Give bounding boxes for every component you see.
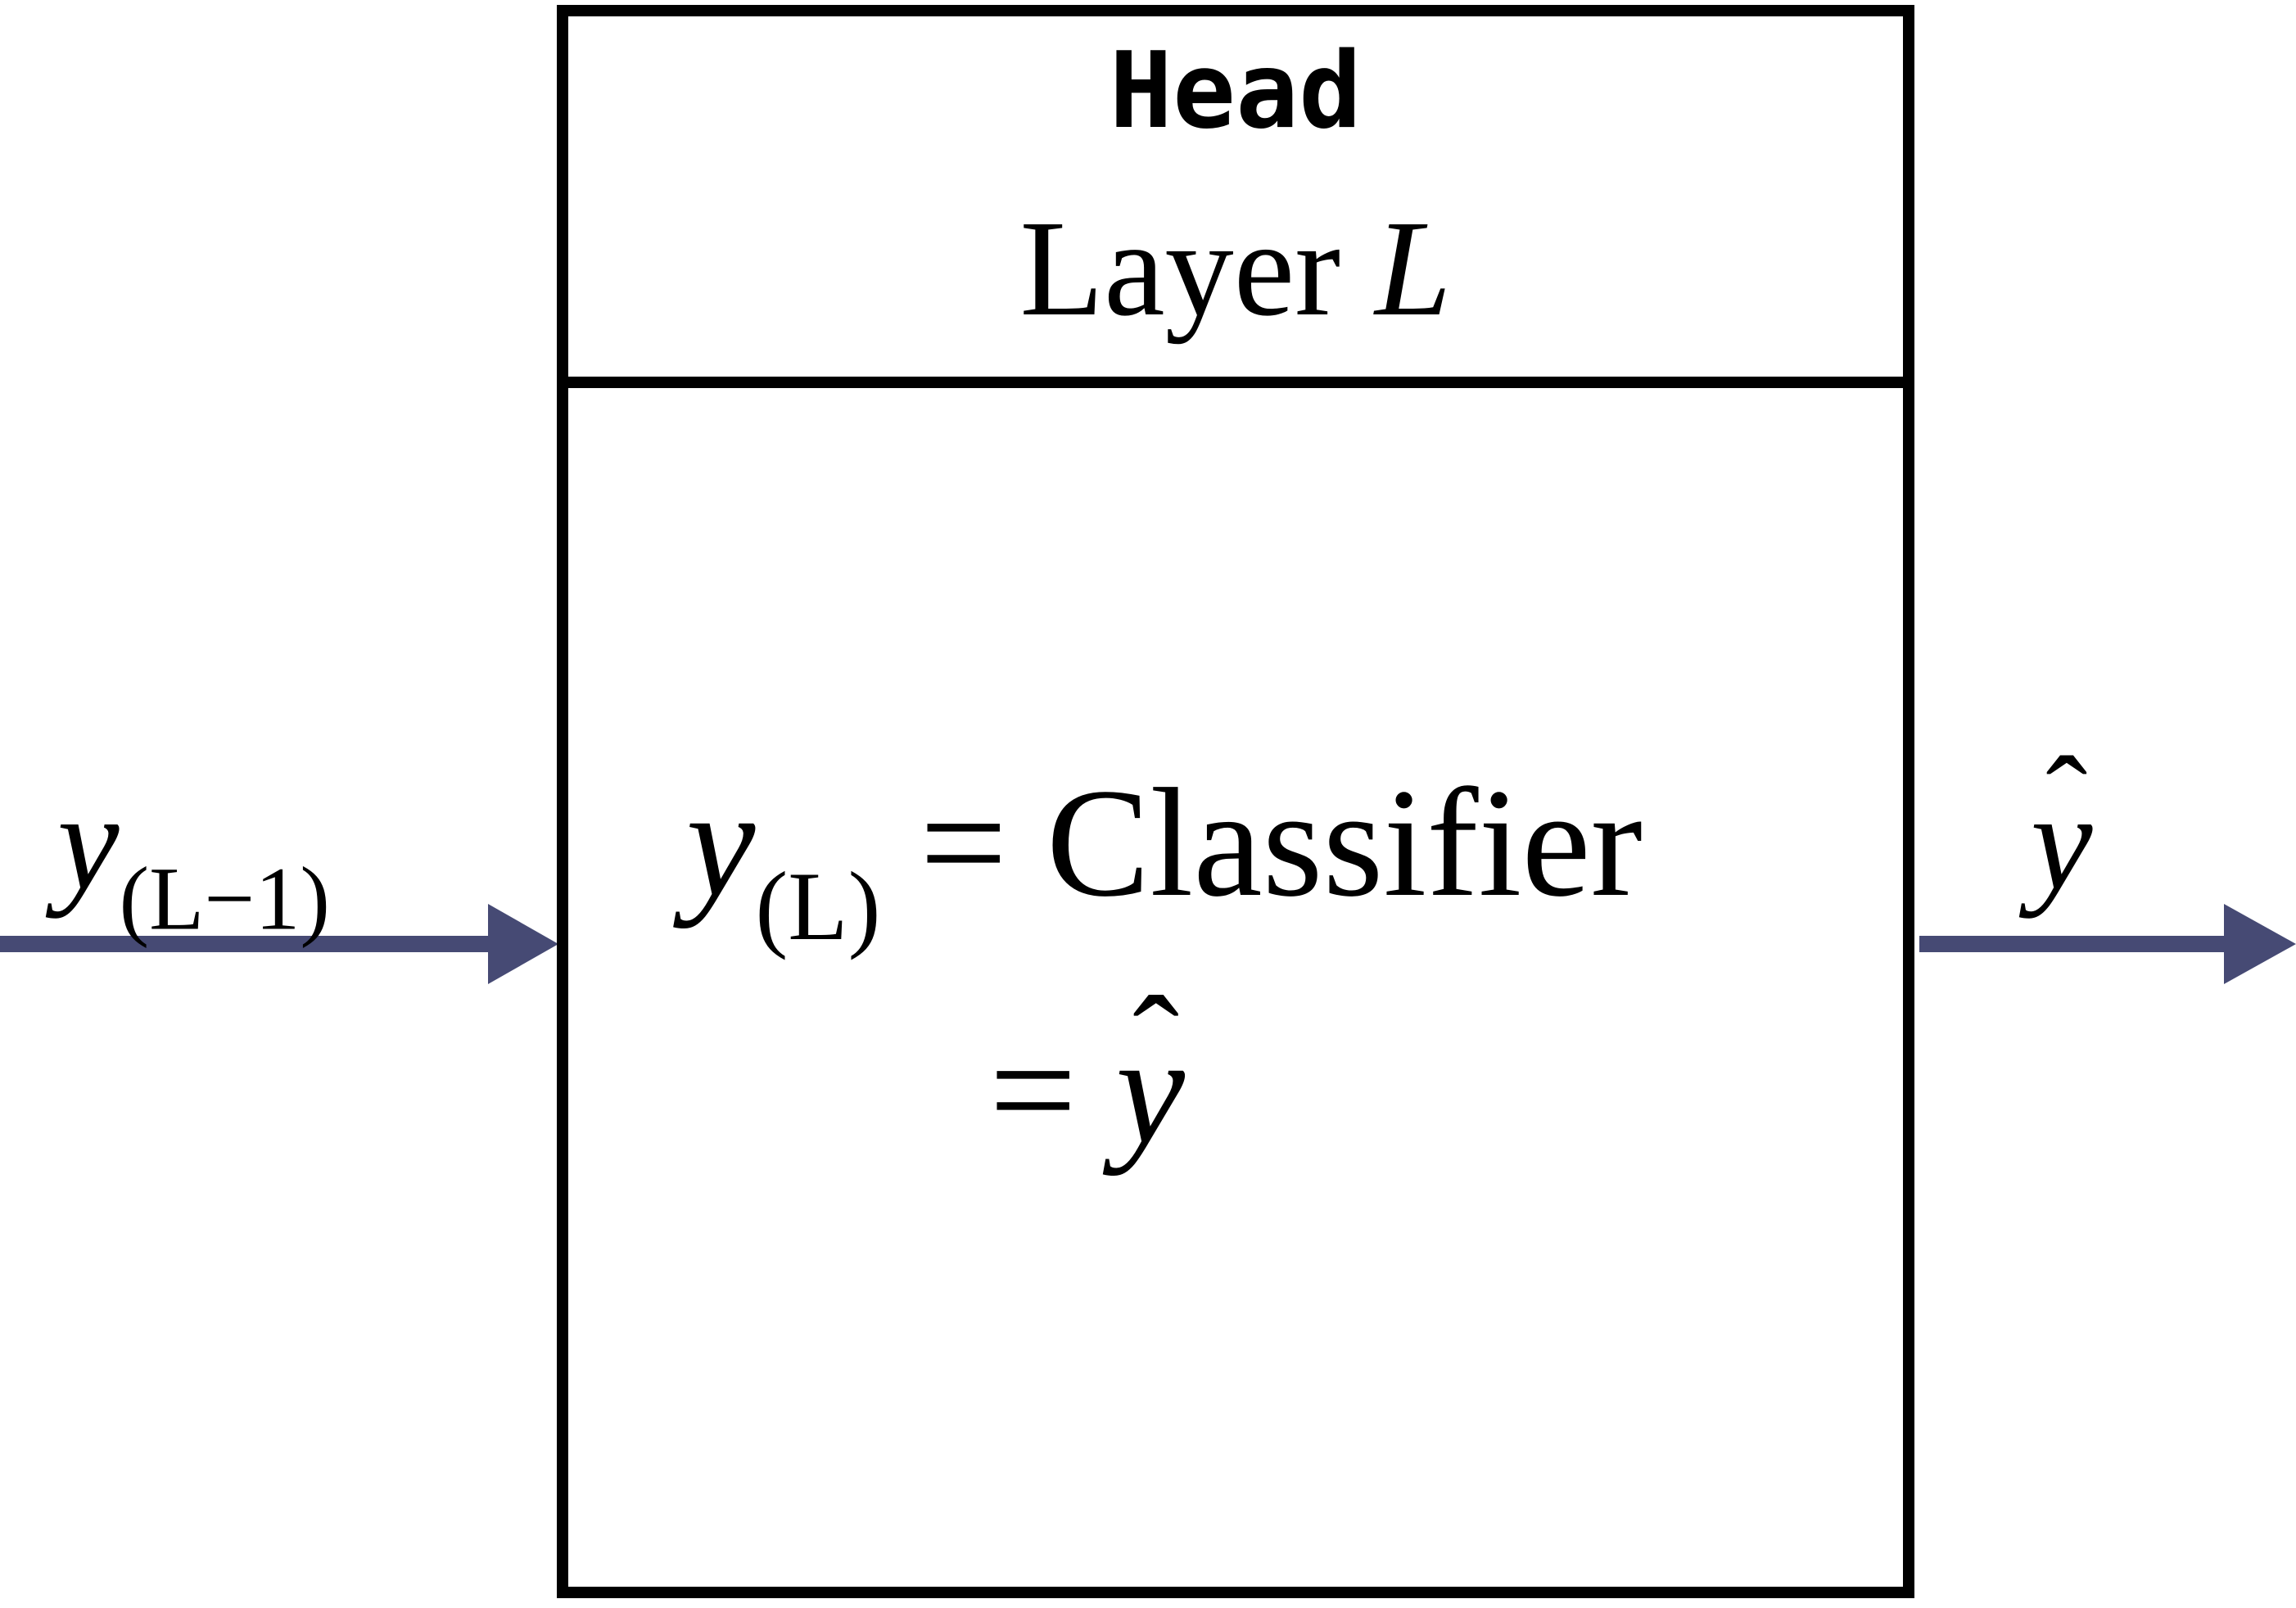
output-symbol: y — [2031, 728, 2092, 915]
input-symbol: y — [57, 765, 120, 919]
layer-variable: L — [1375, 192, 1452, 345]
equation-line-1: y(L) = Classifier — [686, 761, 1643, 988]
input-arrow-head — [488, 904, 558, 984]
equation-equals-sign: = — [920, 757, 1008, 929]
equation-lhs-subscript: (L) — [755, 851, 881, 960]
layer-prefix: Layer — [1019, 192, 1376, 345]
output-arrow — [1919, 904, 2296, 984]
output-arrow-head — [2224, 904, 2296, 984]
input-subscript: (L−1) — [119, 848, 330, 949]
head-layer-box: Head Layer L — [557, 5, 1914, 1598]
equation-second-equals-sign: = — [989, 1005, 1078, 1177]
equation-classifier-text: Classifier — [1046, 757, 1643, 929]
head-layer-header: Head Layer L — [568, 16, 1903, 388]
output-label: y — [2031, 728, 2092, 915]
equation-lhs-symbol: y — [686, 757, 756, 929]
head-title: Head — [1109, 30, 1363, 152]
input-arrow — [0, 904, 558, 984]
layer-title: Layer L — [568, 195, 1903, 342]
equation-line-2: = y — [989, 964, 1185, 1172]
equation-yhat-symbol: y — [1116, 964, 1185, 1172]
input-label: y(L−1) — [57, 768, 330, 973]
